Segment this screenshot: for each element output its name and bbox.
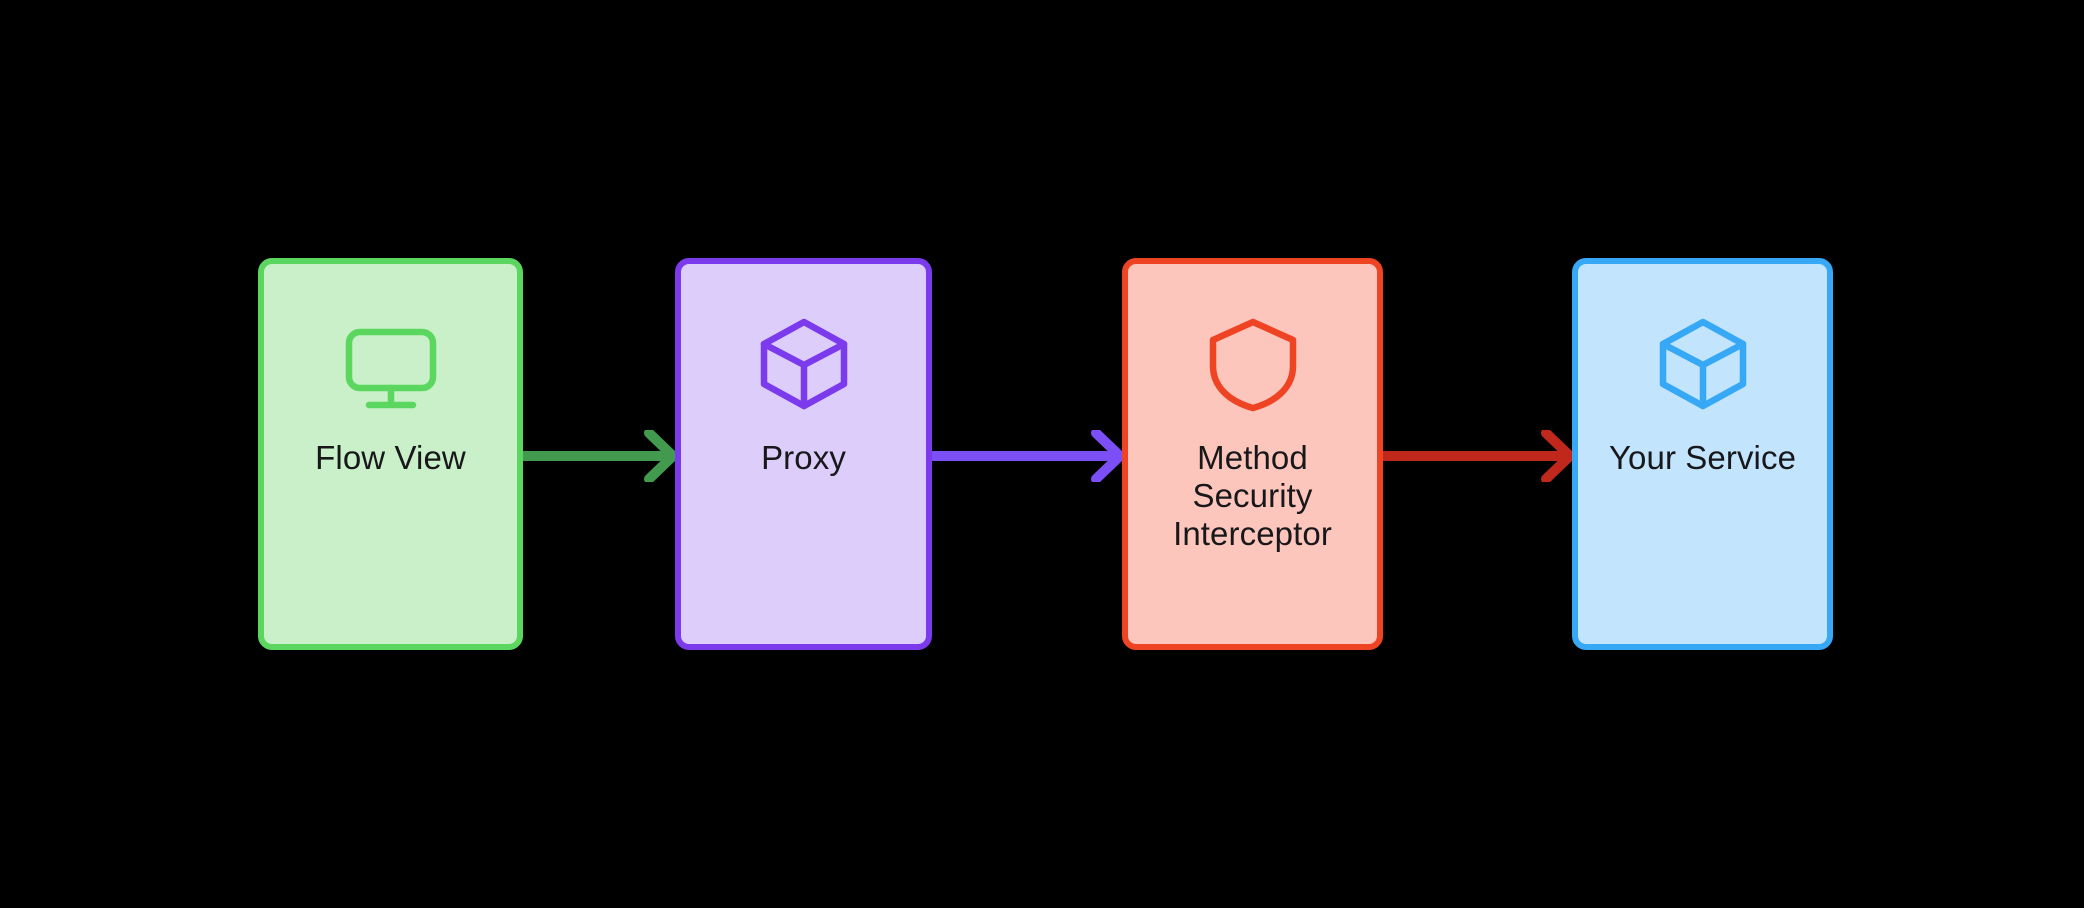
- arrow-proxy-to-method-security-interceptor: [932, 430, 1122, 482]
- node-your-service[interactable]: Your Service: [1572, 258, 1833, 650]
- node-method-security-interceptor[interactable]: Method Security Interceptor: [1122, 258, 1383, 650]
- node-label-method-security-interceptor: Method Security Interceptor: [1173, 439, 1332, 552]
- node-label-your-service: Your Service: [1608, 439, 1797, 476]
- node-label-proxy: Proxy: [761, 439, 846, 476]
- node-flow-view[interactable]: Flow View: [258, 258, 523, 650]
- node-label-flow-view: Flow View: [315, 439, 466, 476]
- shield-icon: [1201, 312, 1305, 421]
- arrow-flow-view-to-proxy: [523, 430, 675, 482]
- monitor-icon: [339, 312, 443, 421]
- arrow-method-security-interceptor-to-your-service: [1383, 430, 1572, 482]
- node-proxy[interactable]: Proxy: [675, 258, 932, 650]
- cube-icon: [1651, 312, 1755, 421]
- cube-icon: [752, 312, 856, 421]
